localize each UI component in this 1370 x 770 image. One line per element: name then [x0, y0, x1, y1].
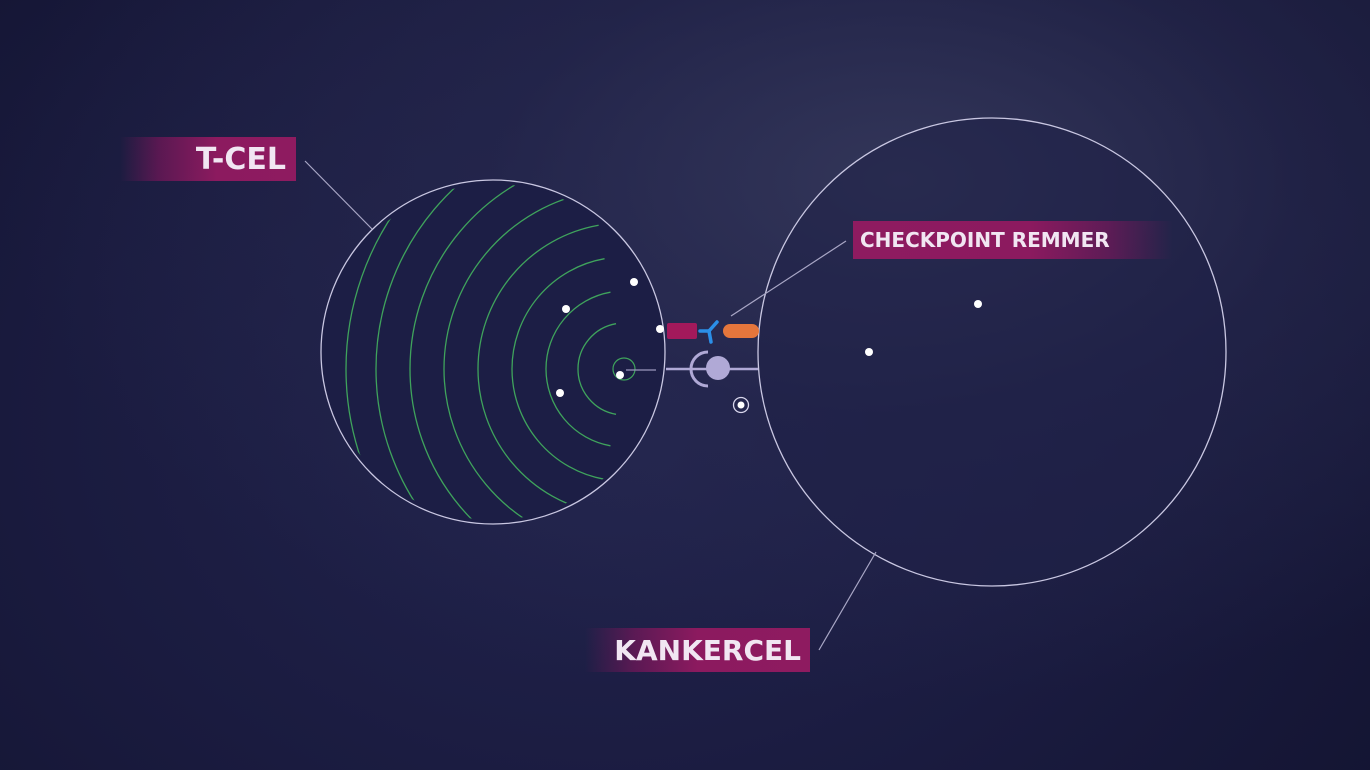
t-cell-membrane: [320, 179, 666, 525]
checkpoint-inhibitor-label-text: CHECKPOINT REMMER: [860, 228, 1110, 252]
t-cell-leader-line: [304, 160, 373, 230]
cancer-cell-leader-line: [818, 551, 877, 651]
cancer-ligand: [723, 324, 759, 338]
checkpoint-inhibitor-antibody: [698, 320, 719, 344]
t-cell-receptor: [667, 323, 697, 339]
molecule-dot: [974, 300, 982, 308]
checkpoint-inhibitor-label: CHECKPOINT REMMER: [853, 221, 1173, 259]
free-particle-ring: [732, 396, 750, 414]
t-cell-signal-center: [612, 357, 636, 381]
molecule-dot: [656, 325, 664, 333]
t-cell-activation-arc: [375, 184, 582, 520]
cancer-cell-label-text: KANKERCEL: [614, 633, 801, 667]
molecule-dots: [556, 278, 982, 397]
t-cell-label: T-CEL: [120, 137, 296, 181]
t-cell-activation-arc: [545, 291, 611, 447]
cancer-cell-membrane: [757, 117, 1227, 587]
t-cell: [320, 179, 666, 525]
molecule-dot: [865, 348, 873, 356]
molecule-dot: [562, 305, 570, 313]
t-cell-activation-arc: [511, 258, 605, 480]
free-particle-dot: [737, 401, 745, 409]
molecule-dot: [556, 389, 564, 397]
t-cell-activation-arc: [345, 184, 576, 520]
t-cell-activation-arc: [477, 224, 599, 514]
molecule-dot: [630, 278, 638, 286]
t-cell-activation-arc: [409, 184, 587, 520]
receptor-cup: [689, 350, 709, 388]
molecule-dot: [616, 371, 624, 379]
binding-ball: [706, 356, 730, 380]
t-cell-activation-arc: [577, 323, 617, 415]
cancer-cell-label: KANKERCEL: [585, 628, 810, 672]
checkpoint-leader-line: [730, 240, 847, 317]
t-cell-label-text: T-CEL: [195, 141, 286, 177]
